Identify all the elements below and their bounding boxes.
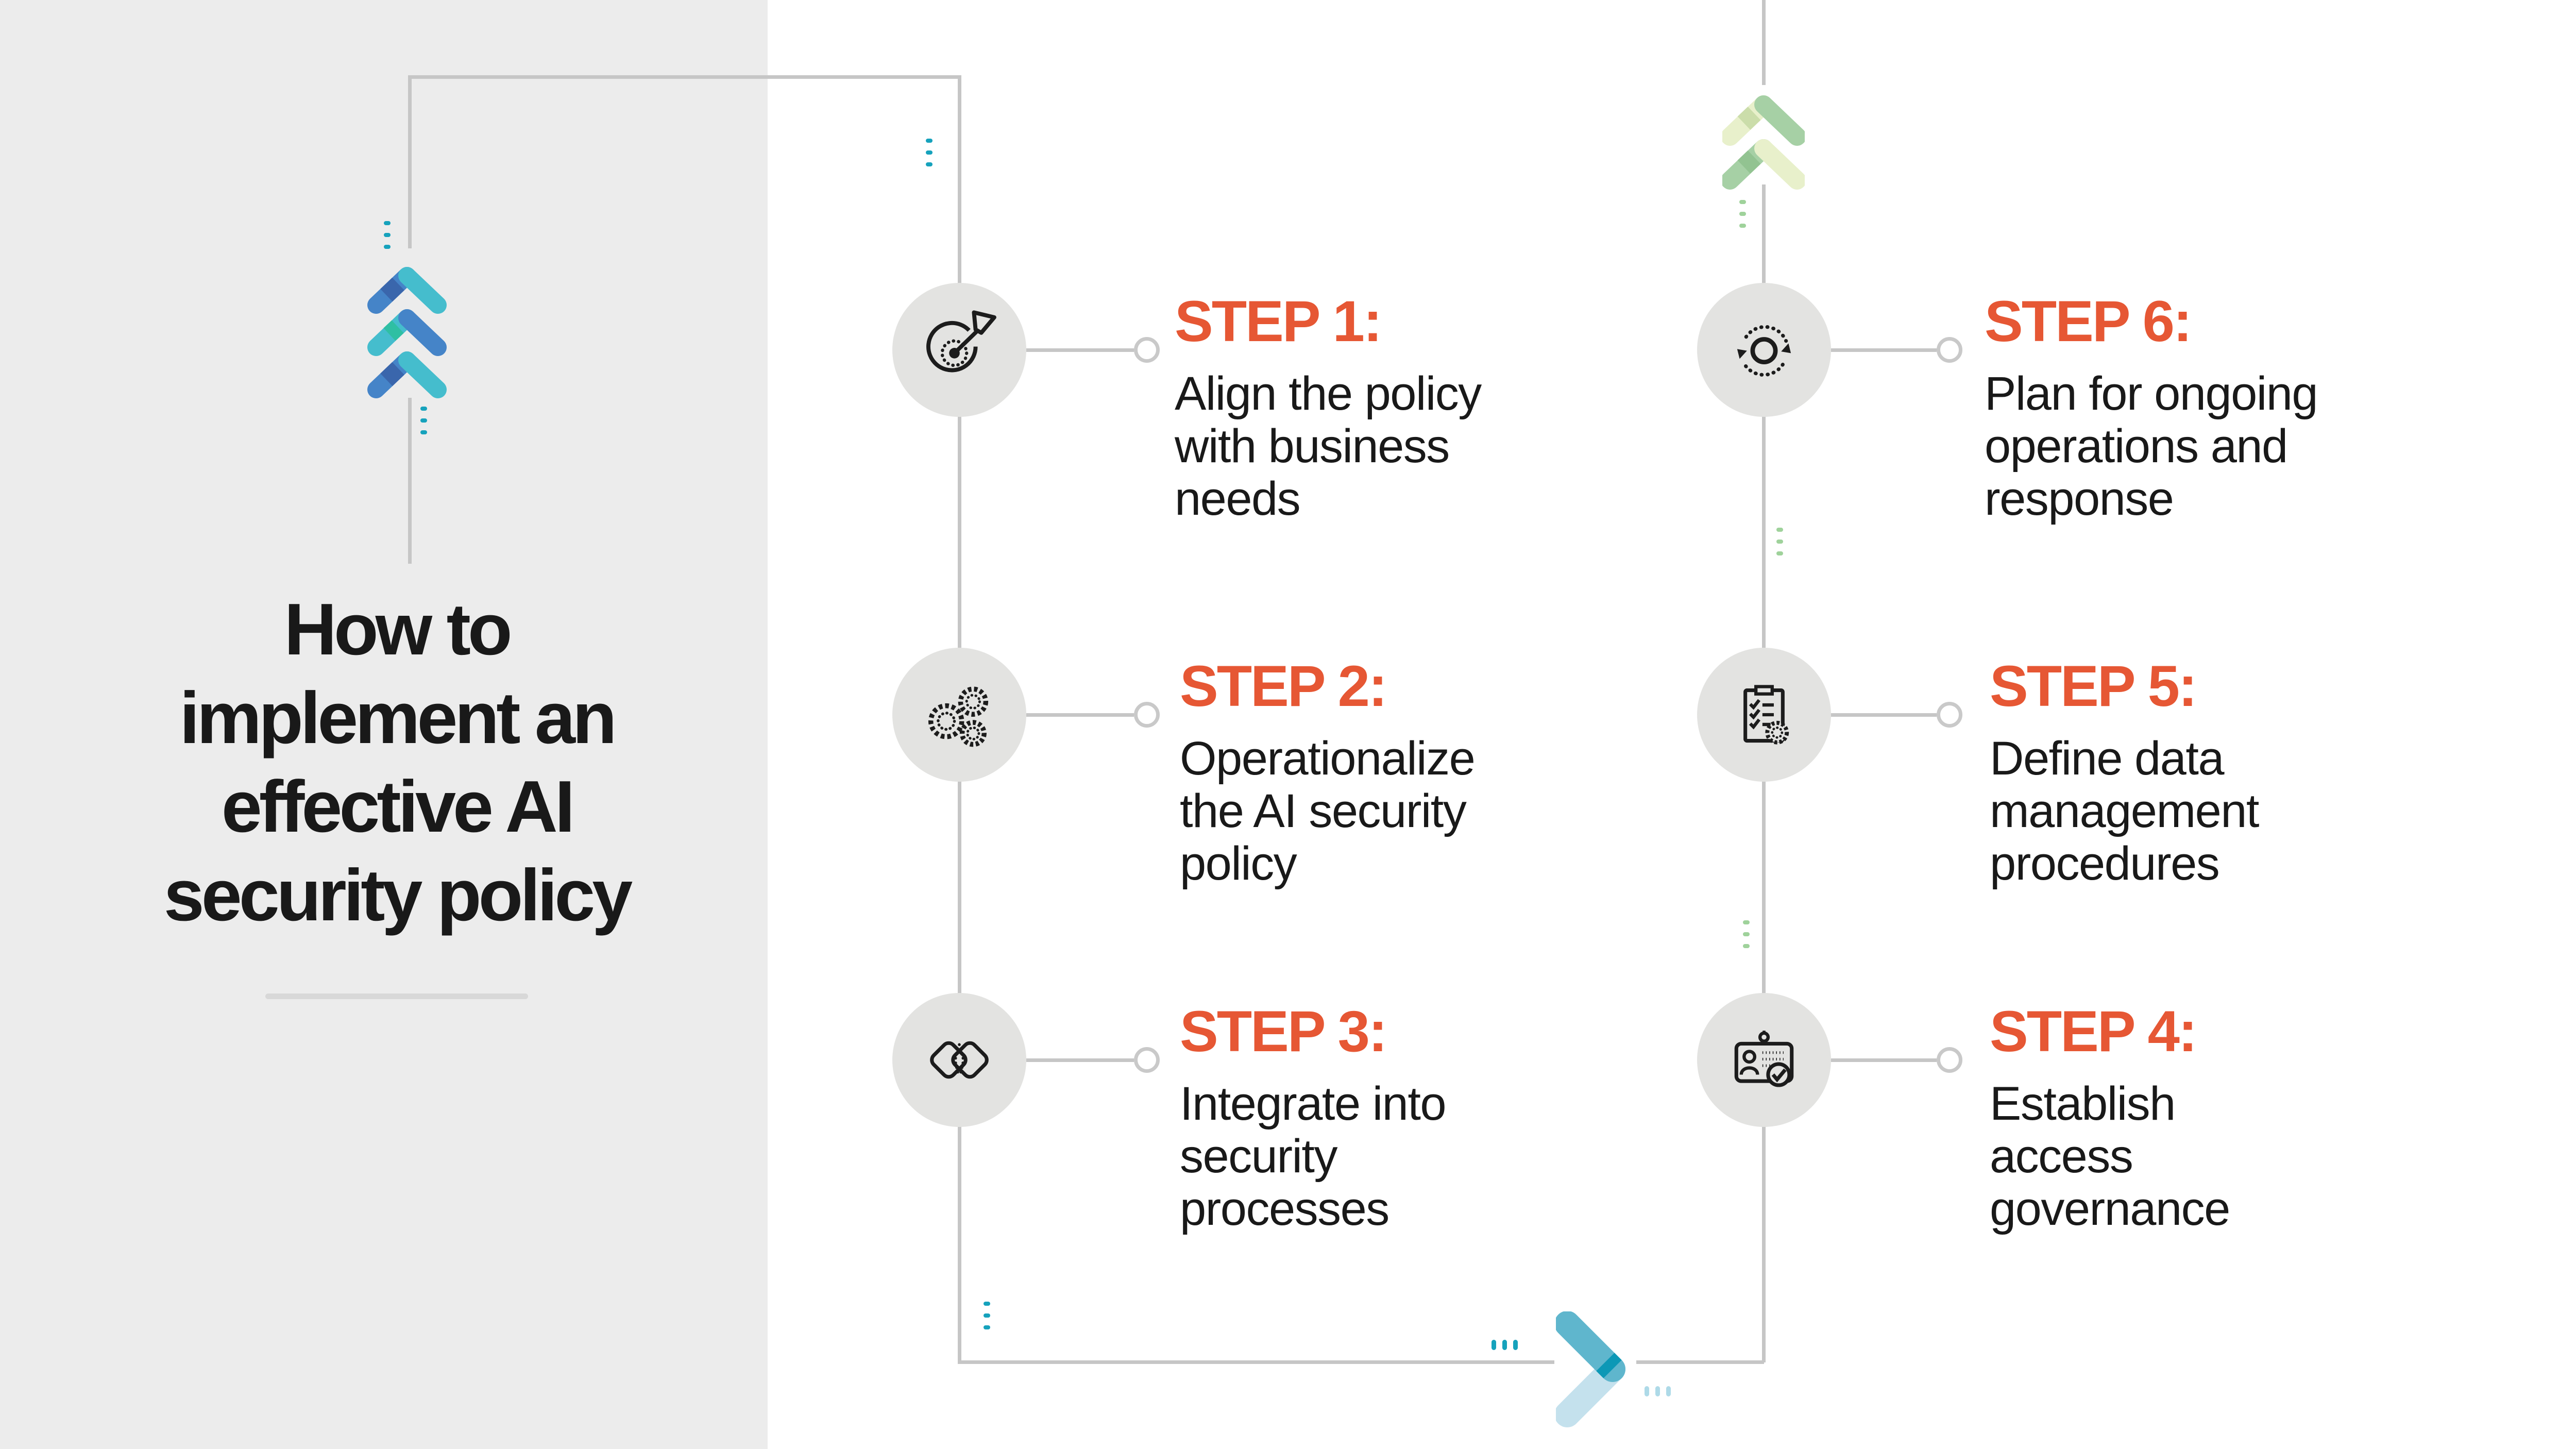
left-panel (0, 0, 768, 1449)
step-2-description: Operationalize the AI security policy (1180, 732, 1476, 890)
step-4-line-1: Establish (1990, 1077, 2176, 1130)
step-1-connector-line (1026, 348, 1134, 352)
step-2-connector-line (1026, 713, 1134, 717)
step-1-connector-ring (1134, 337, 1160, 363)
page-title: How to implement an effective AI securit… (0, 585, 793, 940)
bottom-left-horizontal-line (958, 1360, 1554, 1364)
teal-dots-below-chevrons (420, 407, 427, 442)
step-6-line-2: operations and (1985, 420, 2288, 473)
teal-dots-top-left (384, 221, 391, 257)
lightblue-dash-row-bottom (1645, 1386, 1677, 1396)
bottom-chevron-decoration (1556, 1311, 1625, 1427)
title-line-2: implement an (179, 677, 617, 759)
teal-dots-below-step3 (984, 1302, 990, 1337)
green-chevrons-decoration (1722, 95, 1805, 190)
step-6-connector-line (1831, 348, 1937, 352)
step-4-line-2: access (1990, 1130, 2133, 1183)
step-1-line-2: with business (1175, 420, 1450, 473)
step-1-heading: STEP 1: (1175, 289, 1382, 353)
teal-dash-row-bottom (1492, 1340, 1524, 1350)
step-1-circle (892, 283, 1026, 417)
step-4-description: Establish access governance (1990, 1077, 2230, 1235)
checklist-gear-icon (1743, 685, 1789, 745)
step-4-connector-ring (1937, 1047, 1962, 1073)
step-4-circle (1697, 993, 1831, 1127)
step-6-heading: STEP 6: (1985, 289, 2192, 353)
step-1-description: Align the policy with business needs (1175, 367, 1482, 525)
green-dots-above-step4 (1743, 920, 1750, 956)
step-4-connector-line (1831, 1058, 1937, 1062)
step-3-line-2: security (1180, 1130, 1337, 1183)
left-corner-vertical-stub (408, 75, 412, 248)
step-6-circle (1697, 283, 1831, 417)
teal-dots-left-spine-top (926, 139, 933, 174)
step-2-connector-ring (1134, 702, 1160, 728)
step-3-description: Integrate into security processes (1180, 1077, 1447, 1235)
cycle-icon (1737, 325, 1791, 377)
bottom-right-horizontal-line (1636, 1360, 1764, 1364)
step-4-heading: STEP 4: (1990, 999, 2197, 1064)
step-5-connector-ring (1937, 702, 1962, 728)
blue-chevrons-decoration (367, 267, 447, 398)
step-2-line-2: the AI security (1180, 785, 1467, 837)
step-4-line-3: governance (1990, 1183, 2230, 1235)
step-6-description: Plan for ongoing operations and response (1985, 367, 2318, 525)
step-3-heading: STEP 3: (1180, 999, 1387, 1064)
step-2-line-3: policy (1180, 837, 1297, 890)
title-line-1: How to (284, 588, 512, 670)
step-3-connector-line (1026, 1058, 1134, 1062)
step-2-heading: STEP 2: (1180, 654, 1387, 718)
step-5-line-3: procedures (1990, 837, 2220, 890)
step-6-line-3: response (1985, 473, 2174, 525)
step-5-description: Define data management procedures (1990, 732, 2260, 890)
step-2-line-1: Operationalize (1180, 732, 1476, 785)
right-spine-top-segment (1762, 0, 1766, 85)
step-5-heading: STEP 5: (1990, 654, 2197, 718)
step-1-line-1: Align the policy (1175, 367, 1482, 420)
top-left-horizontal-line (408, 75, 960, 79)
step-5-circle (1697, 648, 1831, 782)
left-lower-vertical-stub (408, 398, 412, 564)
green-dots-below-green-chevrons (1739, 200, 1746, 235)
title-line-3: effective AI (221, 766, 575, 848)
overlapping-shapes-icon (930, 1041, 989, 1079)
id-badge-check-icon (1734, 1031, 1794, 1087)
step-5-line-1: Define data (1990, 732, 2225, 785)
gears-icon (928, 686, 989, 747)
step-1-line-3: needs (1175, 473, 1301, 525)
step-5-line-2: management (1990, 785, 2260, 837)
step-3-line-1: Integrate into (1180, 1077, 1447, 1130)
step-3-circle (892, 993, 1026, 1127)
title-line-4: security policy (163, 854, 633, 936)
target-icon (926, 310, 996, 373)
title-divider (265, 993, 528, 999)
step-3-connector-ring (1134, 1047, 1160, 1073)
step-6-connector-ring (1937, 337, 1962, 363)
step-6-line-1: Plan for ongoing (1985, 367, 2318, 420)
step-3-line-3: processes (1180, 1183, 1389, 1235)
green-dots-below-step6 (1776, 528, 1783, 563)
step-5-connector-line (1831, 713, 1937, 717)
step-2-circle (892, 648, 1026, 782)
